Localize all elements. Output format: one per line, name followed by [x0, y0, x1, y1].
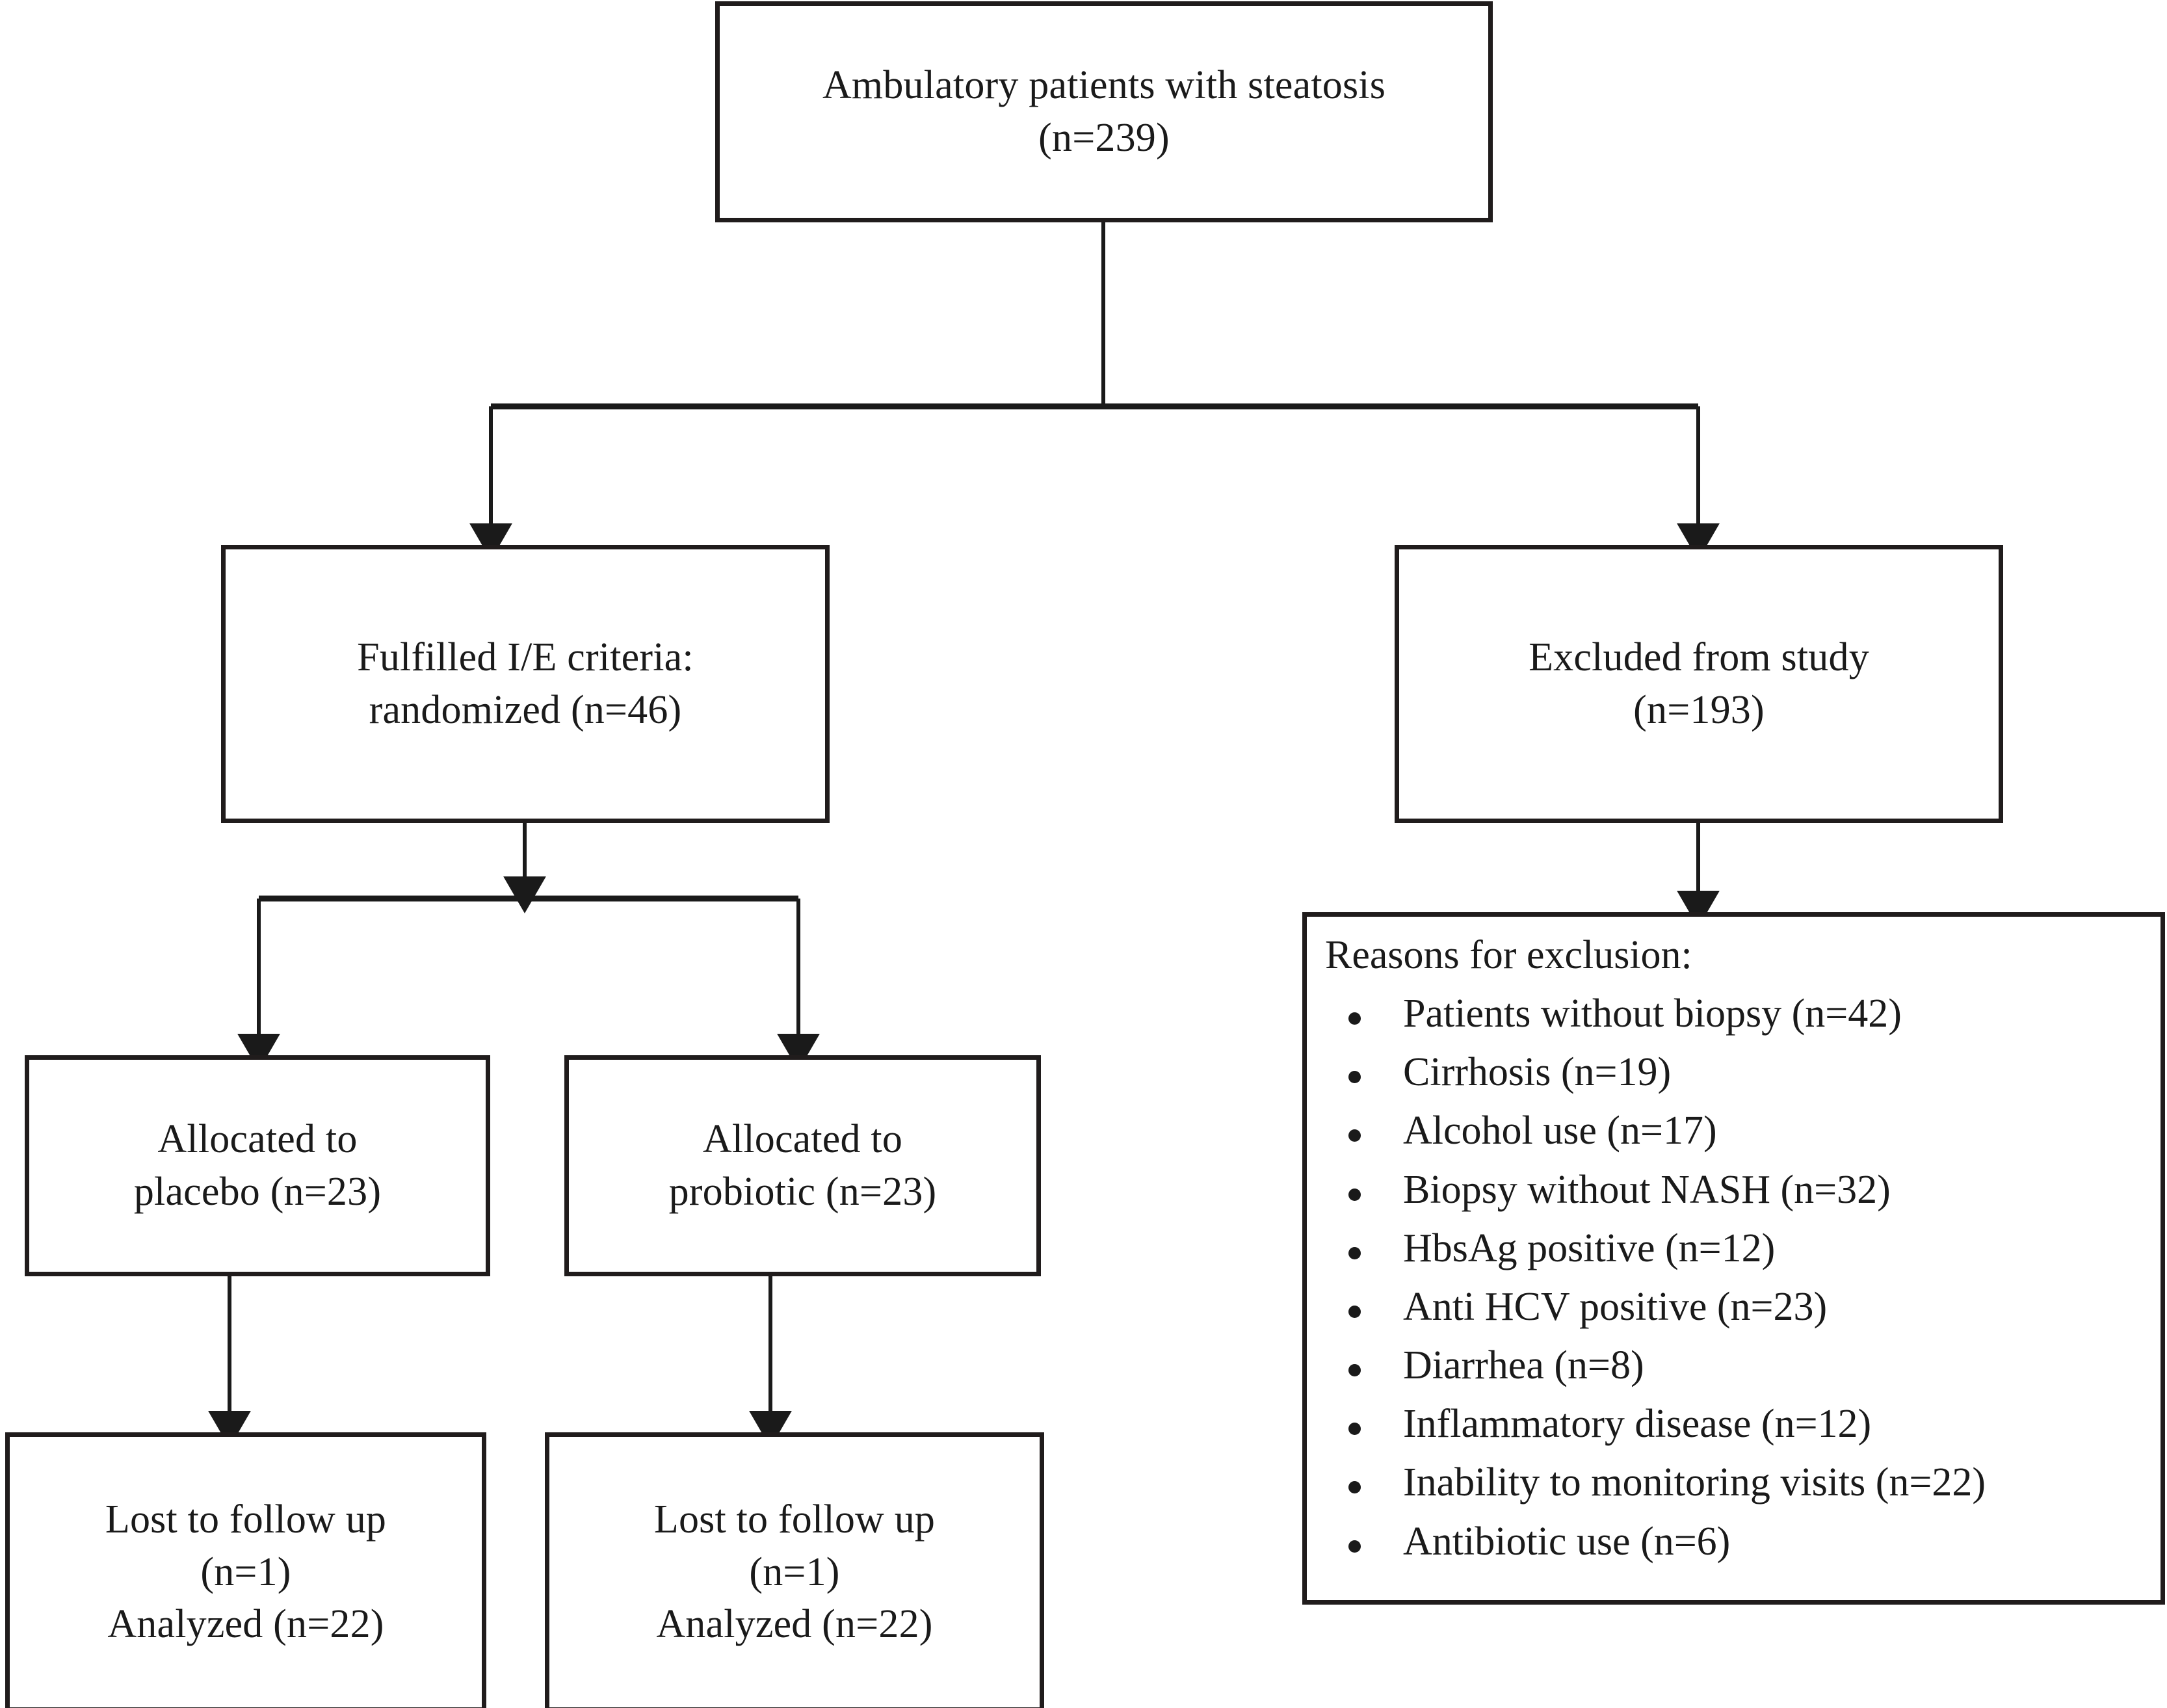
node-source-population: Ambulatory patients with steatosis (n=23…	[715, 1, 1493, 222]
node-source-population-label: Ambulatory patients with steatosis (n=23…	[822, 63, 1386, 160]
node-excluded-label: Excluded from study (n=193)	[1529, 635, 1869, 732]
node-allocated-probiotic: Allocated to probiotic (n=23)	[564, 1055, 1041, 1276]
node-randomized-label: Fulfilled I/E criteria: randomized (n=46…	[357, 635, 694, 732]
exclusion-reason-item: Cirrhosis (n=19)	[1325, 1050, 2141, 1094]
exclusion-reason-item: HbsAg positive (n=12)	[1325, 1226, 2141, 1270]
node-outcome-probiotic: Lost to follow up (n=1) Analyzed (n=22)	[545, 1432, 1044, 1708]
node-outcome-probiotic-label: Lost to follow up (n=1) Analyzed (n=22)	[653, 1497, 936, 1647]
node-excluded: Excluded from study (n=193)	[1395, 545, 2003, 823]
node-allocated-placebo: Allocated to placebo (n=23)	[25, 1055, 490, 1276]
node-randomized: Fulfilled I/E criteria: randomized (n=46…	[221, 545, 830, 823]
exclusion-reason-item: Patients without biopsy (n=42)	[1325, 992, 2141, 1036]
exclusion-reasons-title: Reasons for exclusion:	[1325, 933, 1692, 977]
exclusion-reason-item: Inflammatory disease (n=12)	[1325, 1402, 2141, 1446]
node-allocated-probiotic-label: Allocated to probiotic (n=23)	[668, 1117, 937, 1214]
exclusion-reason-item: Alcohol use (n=17)	[1325, 1109, 2141, 1153]
exclusion-reason-item: Antibiotic use (n=6)	[1325, 1519, 2141, 1564]
node-exclusion-reasons: Reasons for exclusion: Patients without …	[1302, 912, 2165, 1605]
exclusion-reason-item: Anti HCV positive (n=23)	[1325, 1285, 2141, 1329]
exclusion-reason-item: Biopsy without NASH (n=32)	[1325, 1168, 2141, 1212]
node-allocated-placebo-label: Allocated to placebo (n=23)	[133, 1117, 382, 1214]
exclusion-reasons-list: Patients without biopsy (n=42) Cirrhosis …	[1325, 992, 2141, 1564]
exclusion-reason-item: Diarrhea (n=8)	[1325, 1343, 2141, 1387]
node-outcome-placebo-label: Lost to follow up (n=1) Analyzed (n=22)	[105, 1497, 387, 1647]
exclusion-reason-item: Inability to monitoring visits (n=22)	[1325, 1460, 2141, 1504]
node-outcome-placebo: Lost to follow up (n=1) Analyzed (n=22)	[5, 1432, 486, 1708]
